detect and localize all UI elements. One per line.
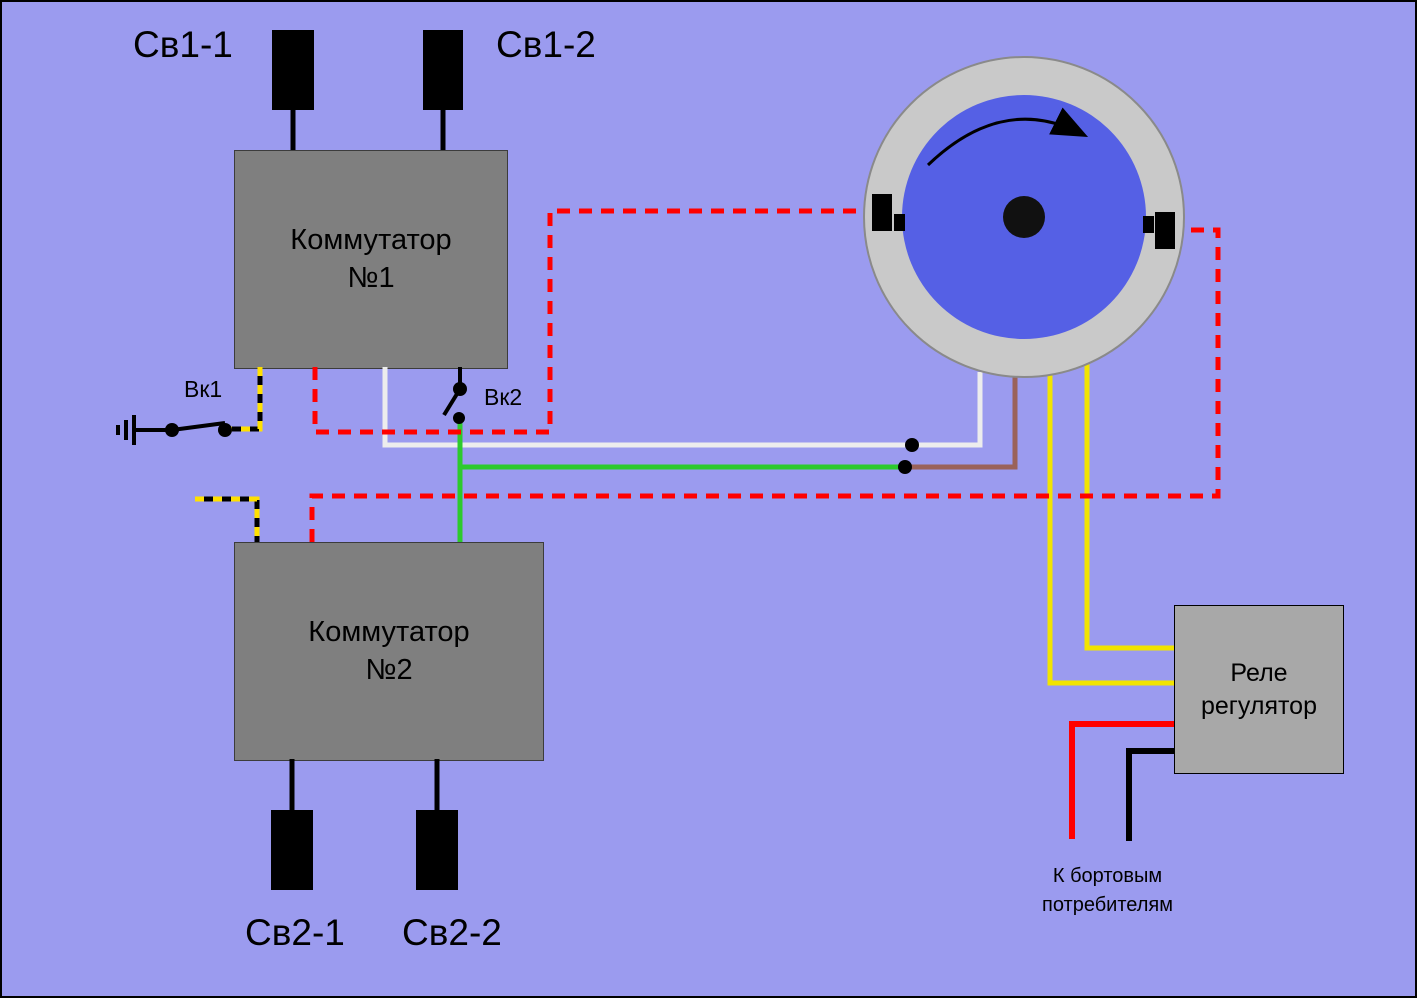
wire-black-yellow-2: [195, 496, 260, 542]
rotation-arrow: [926, 107, 1089, 167]
consumers-note-line1: К бортовым: [1052, 865, 1163, 887]
label-sv2-2: Св2-2: [402, 912, 502, 953]
spark-plug-sv2-2: [416, 810, 458, 890]
wire-yellow-pair: [1047, 364, 1174, 686]
switch-vk2-lever: [442, 387, 462, 417]
consumers-note: К бортовым потребителям: [1020, 862, 1195, 920]
wire-black-output: [1126, 748, 1174, 841]
flywheel-rotor: [902, 95, 1146, 339]
sensor-right: [1143, 212, 1175, 249]
label-vk2: Вк2: [484, 384, 523, 410]
label-sv1-2: Св1-2: [496, 24, 596, 65]
switch-vk1-lever: [171, 421, 226, 432]
wire-green: [457, 419, 905, 542]
commutator-2-box: Коммутатор №2: [234, 542, 544, 761]
commutator-1-label-line1: Коммутатор: [290, 223, 452, 256]
consumers-note-line2: потребителям: [1042, 894, 1173, 916]
commutator-2-label-line2: №2: [365, 653, 413, 686]
spark-plug-sv2-1: [271, 810, 313, 890]
spark-plug-sv1-2: [423, 30, 463, 110]
flywheel: [863, 56, 1185, 378]
junction-dots: [898, 438, 919, 474]
wire-black-yellow-1: [229, 367, 263, 432]
label-vk1: Вк1: [184, 376, 223, 402]
commutator-2-label-line1: Коммутатор: [308, 615, 470, 648]
label-sv2-1: Св2-1: [245, 912, 345, 953]
wire-red-output: [1069, 721, 1174, 839]
flywheel-rim: [863, 56, 1185, 378]
flywheel-hub: [1003, 196, 1045, 238]
relay-regulator-box: Реле регулятор: [1174, 605, 1344, 774]
wire-brown: [905, 372, 1018, 470]
ground-symbol: [116, 415, 172, 445]
switch-vk2: [442, 367, 467, 424]
relay-label-line1: Реле: [1230, 659, 1288, 687]
switch-vk1: [116, 415, 232, 445]
commutator-1-label-line2: №1: [347, 261, 395, 294]
sensor-left: [872, 194, 905, 231]
label-sv1-1: Св1-1: [133, 24, 233, 65]
wire-white: [382, 367, 983, 448]
commutator-1-box: Коммутатор №1: [234, 150, 508, 369]
spark-plug-sv1-1: [272, 30, 314, 110]
relay-label-line2: регулятор: [1201, 691, 1317, 720]
